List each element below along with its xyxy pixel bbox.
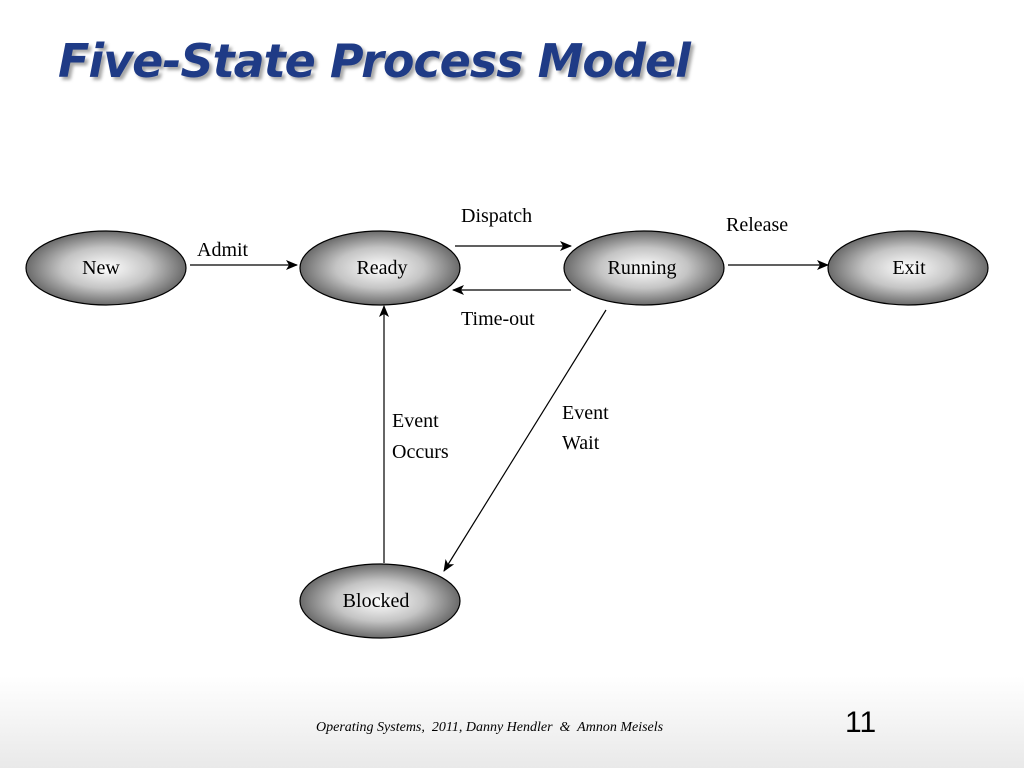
state-exit: Exit	[827, 230, 989, 306]
label-event-occurs-line1: Event	[392, 410, 439, 432]
label-release: Release	[726, 214, 788, 236]
label-event-wait-line2: Wait	[562, 432, 600, 454]
state-ready: Ready	[299, 230, 461, 306]
state-new-label: New	[82, 257, 120, 279]
label-timeout: Time-out	[461, 308, 535, 330]
state-blocked-label: Blocked	[343, 590, 410, 612]
label-admit: Admit	[197, 239, 249, 261]
slide-footer: Operating Systems, 2011, Danny Hendler &…	[316, 720, 664, 735]
state-running-label: Running	[608, 257, 677, 279]
arrow-event-wait	[443, 309, 607, 572]
state-blocked: Blocked	[299, 563, 461, 639]
label-dispatch: Dispatch	[461, 205, 532, 227]
page-number: 11	[845, 706, 877, 739]
state-new: New	[25, 230, 187, 306]
label-event-wait-line1: Event	[562, 402, 609, 424]
label-event-occurs-line2: Occurs	[392, 441, 449, 463]
state-ready-label: Ready	[356, 257, 407, 279]
state-exit-label: Exit	[892, 257, 926, 279]
state-running: Running	[563, 230, 725, 306]
slide-title: Five-State Process Model	[58, 34, 691, 88]
